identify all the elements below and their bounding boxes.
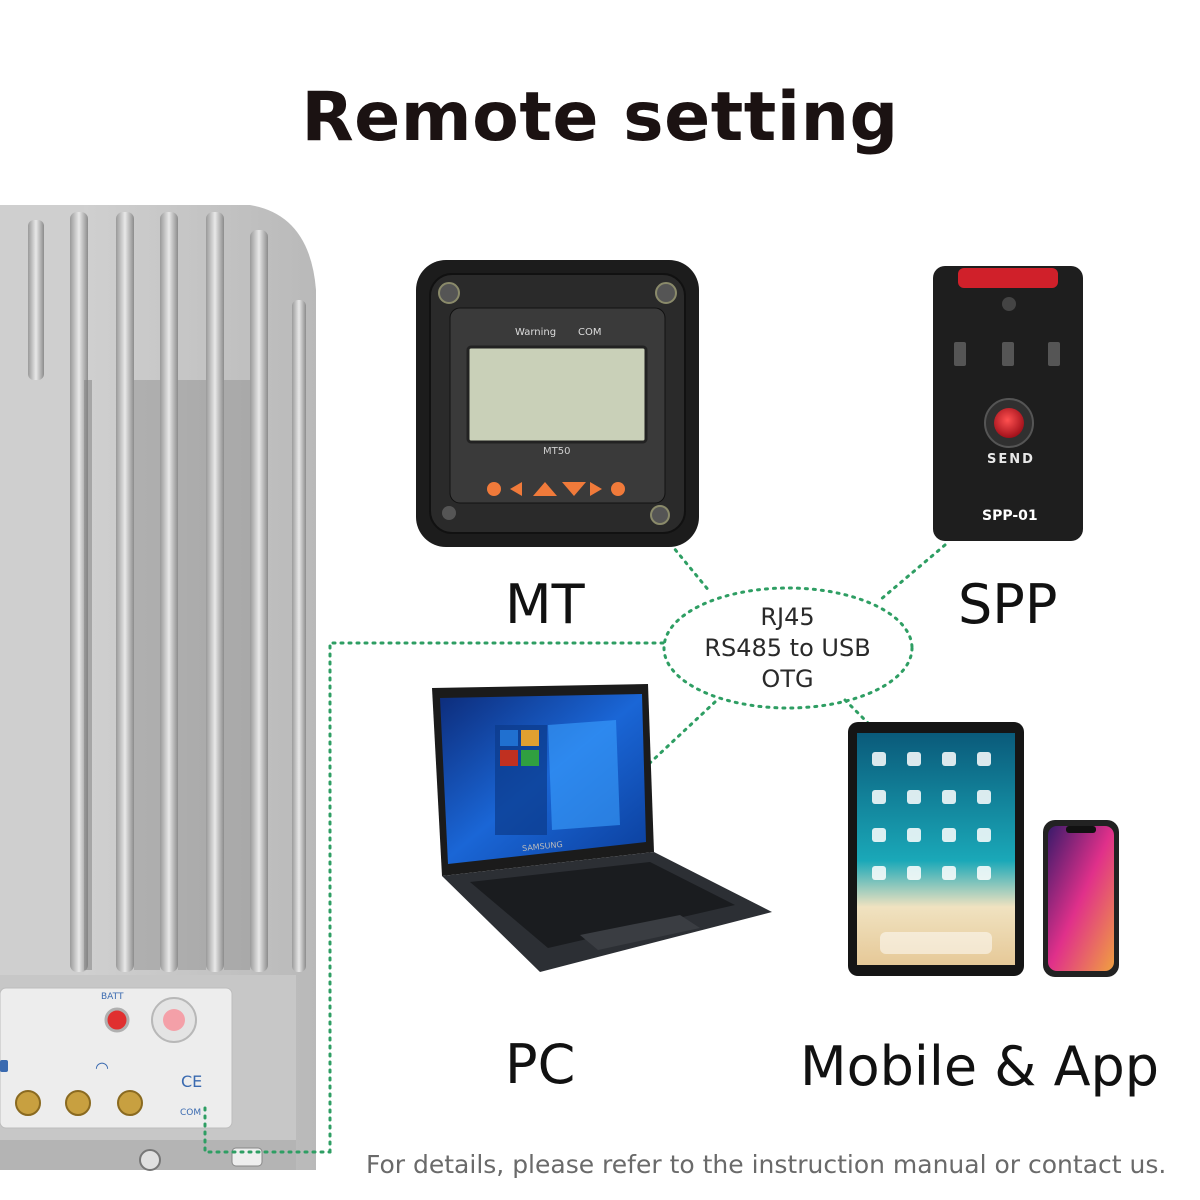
mobile-app-caption: Mobile & App [800, 1035, 1160, 1098]
mt-model-label: MT50 [543, 446, 571, 457]
smartphone [1043, 820, 1119, 977]
spp-caption: SPP [958, 573, 1058, 636]
controller-ce-mark: CE [181, 1072, 203, 1091]
footer-note: For details, please refer to the instruc… [366, 1150, 1167, 1179]
page-title: Remote setting [301, 78, 899, 157]
pc-caption: PC [505, 1033, 576, 1096]
laptop [432, 684, 772, 972]
battery-icon [0, 1060, 8, 1072]
tablet [848, 722, 1024, 976]
solar-charge-controller [0, 205, 316, 1171]
dotted-connection-lines [203, 523, 947, 1154]
spp-01-remote [933, 266, 1083, 541]
mt-caption: MT [505, 573, 585, 636]
connection-hub: RJ45 RS485 to USB OTG [665, 590, 910, 708]
connection-rj45: RJ45 [760, 603, 815, 631]
controller-com-label: COM [180, 1108, 202, 1118]
connection-otg: OTG [761, 665, 814, 693]
wifi-icon: ◠ [95, 1058, 109, 1077]
connection-rs485-usb: RS485 to USB [704, 634, 871, 662]
mt-screen-label-com: COM [578, 327, 602, 338]
mt-screen-label-warning: Warning [515, 327, 557, 338]
controller-batt-label: BATT [101, 992, 124, 1002]
spp-send-label: SEND [987, 452, 1035, 467]
spp-model-label: SPP-01 [982, 508, 1038, 524]
mt50-remote-meter [416, 260, 699, 547]
